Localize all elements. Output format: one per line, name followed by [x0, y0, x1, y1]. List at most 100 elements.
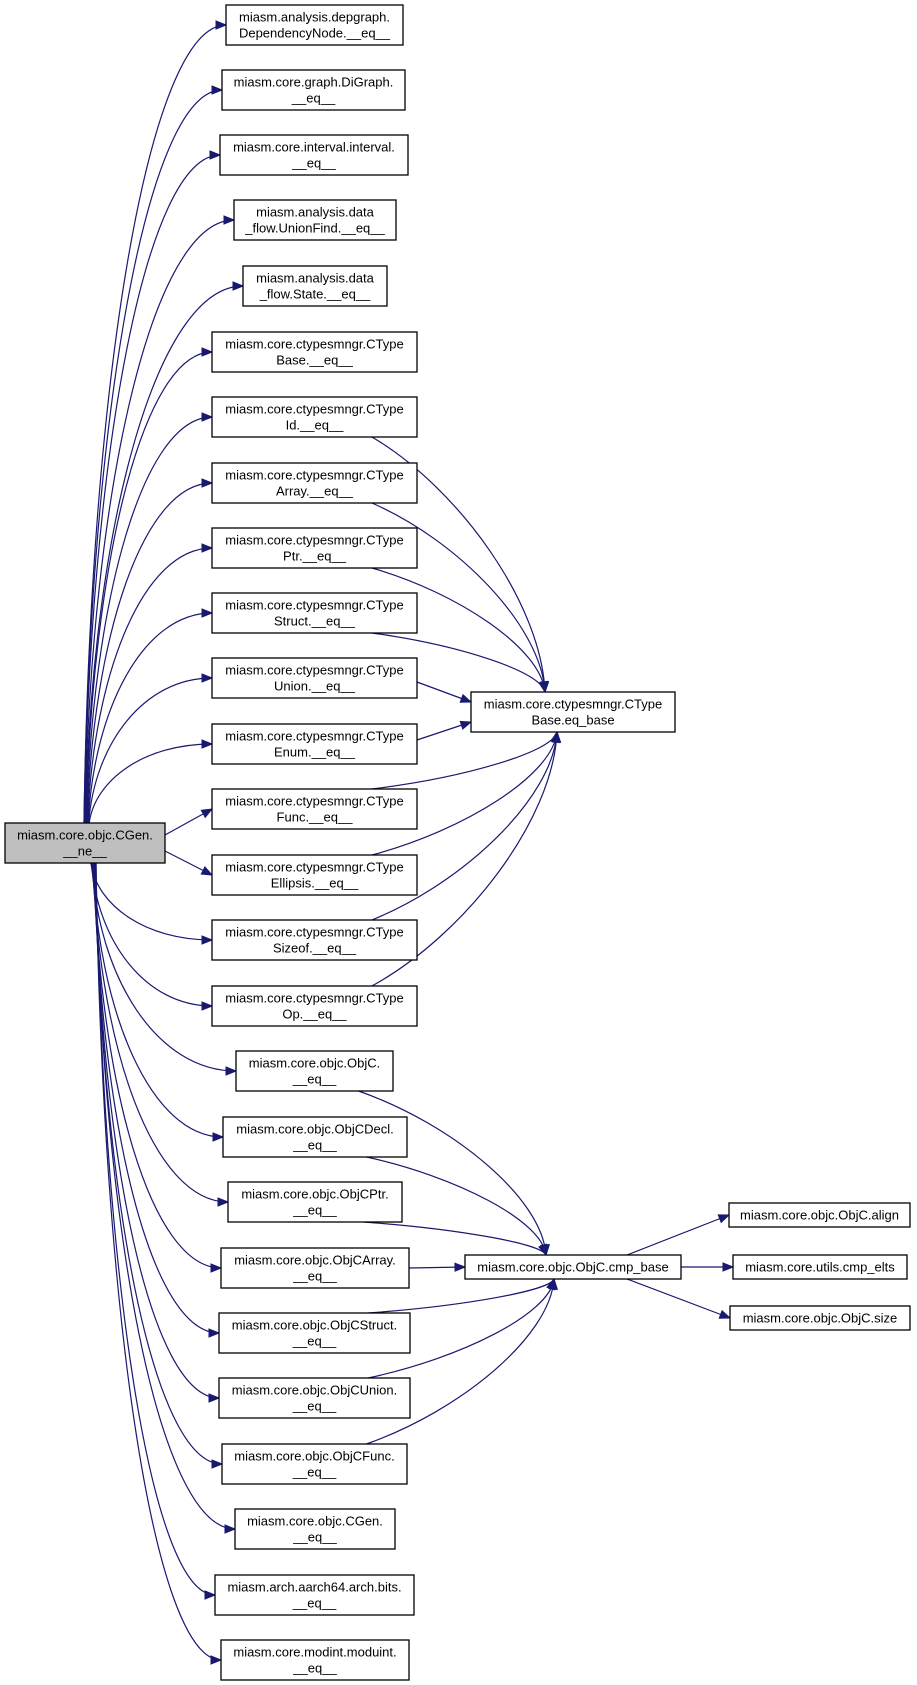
edge-line: [90, 862, 213, 941]
edge-arrowhead: [201, 543, 214, 553]
node-depgraph-eq[interactable]: miasm.analysis.depgraph.DependencyNode._…: [225, 4, 404, 46]
edge-arrowhead: [454, 1262, 467, 1272]
edge-cgen-ne-to-cgen-eq: [95, 862, 237, 1534]
edge-arrowhead: [722, 1262, 735, 1272]
edge-cgen-ne-to-moduint-eq: [95, 862, 223, 1665]
edge-arrowhead: [208, 1393, 221, 1403]
edge-line: [371, 436, 546, 693]
node-box: [732, 1254, 908, 1280]
edge-line: [85, 416, 213, 824]
node-box: [464, 1254, 682, 1280]
node-cgen-ne[interactable]: miasm.core.objc.CGen.__ne__: [4, 822, 166, 864]
node-objc-size[interactable]: miasm.core.objc.ObjC.size: [729, 1305, 911, 1331]
edge-arrowhead: [215, 20, 228, 30]
edge-cgen-ne-to-unionfind-eq: [84, 215, 236, 824]
edge-line: [371, 731, 558, 856]
edge-arrowhead: [717, 1214, 731, 1224]
edge-arrowhead: [204, 1590, 217, 1600]
edge-line: [367, 1278, 555, 1379]
edge-line: [371, 731, 558, 921]
edge-line: [95, 862, 222, 1661]
node-box: [218, 1377, 411, 1419]
node-objcptr-eq[interactable]: miasm.core.objc.ObjCPtr.__eq__: [227, 1181, 403, 1223]
node-label-line: miasm.analysis.depgraph.: [239, 10, 390, 25]
edge-arrowhead: [459, 693, 473, 703]
node-objcdecl-eq[interactable]: miasm.core.objc.ObjCDecl.__eq__: [222, 1116, 408, 1158]
node-state-eq[interactable]: miasm.analysis.data_flow.State.__eq__: [242, 265, 388, 307]
node-moduint-eq[interactable]: miasm.core.modint.moduint.__eq__: [220, 1639, 410, 1681]
node-box: [227, 1181, 403, 1223]
edge-arrowhead: [538, 1243, 548, 1257]
node-objcarray-eq[interactable]: miasm.core.objc.ObjCArray.__eq__: [220, 1247, 410, 1289]
node-label-line: miasm.core.ctypesmngr.CType: [225, 663, 403, 678]
node-label-line: miasm.core.objc.ObjC.align: [740, 1208, 899, 1223]
edge-cgen-ne-to-ctunion-eq: [88, 673, 214, 824]
node-label-line: miasm.core.objc.CGen.: [17, 828, 153, 843]
node-objcstruct-eq[interactable]: miasm.core.objc.ObjCStruct.__eq__: [218, 1312, 411, 1354]
node-digraph-eq[interactable]: miasm.core.graph.DiGraph.__eq__: [221, 69, 406, 111]
edge-arrowhead: [211, 85, 224, 95]
node-box: [233, 199, 397, 241]
node-box: [218, 1312, 411, 1354]
edge-line: [95, 862, 236, 1530]
node-label-line: Sizeof.__eq__: [273, 941, 357, 956]
node-label-line: __eq__: [291, 91, 336, 106]
node-label-line: miasm.analysis.data: [256, 205, 375, 220]
edge-cgen-ne-to-ctarray-eq: [86, 478, 214, 824]
node-label-line: __eq__: [292, 1269, 337, 1284]
edge-cgen-ne-to-ctellipsis-eq: [164, 850, 214, 876]
edge-line: [94, 862, 223, 1465]
edge-arrowhead: [538, 680, 548, 694]
node-ctellipsis-eq[interactable]: miasm.core.ctypesmngr.CTypeEllipsis.__eq…: [211, 854, 418, 896]
node-label-line: __eq__: [292, 1334, 337, 1349]
node-label-line: miasm.core.objc.ObjCPtr.: [241, 1187, 388, 1202]
node-box: [214, 1574, 415, 1616]
node-label-line: miasm.core.objc.ObjCFunc.: [234, 1449, 394, 1464]
edge-arrowhead: [200, 808, 214, 819]
node-label-line: miasm.core.ctypesmngr.CType: [225, 468, 403, 483]
node-label-line: miasm.core.ctypesmngr.CType: [484, 697, 662, 712]
edge-line: [85, 351, 213, 824]
node-cmp-base[interactable]: miasm.core.objc.ObjC.cmp_base: [464, 1254, 682, 1280]
node-label-line: __eq__: [292, 1661, 337, 1676]
edge-line: [88, 743, 213, 824]
edge-cgen-ne-to-ctstruct-eq: [87, 608, 214, 824]
node-objc-align[interactable]: miasm.core.objc.ObjC.align: [728, 1202, 911, 1228]
edge-arrowhead: [201, 673, 214, 683]
edge-line: [83, 154, 221, 824]
edge-line: [88, 677, 213, 824]
node-label-line: miasm.core.ctypesmngr.CType: [225, 402, 403, 417]
node-label-line: DependencyNode.__eq__: [239, 26, 391, 41]
edge-arrowhead: [223, 215, 236, 225]
edge-ctunion-eq-to-eq-base: [416, 681, 473, 703]
node-objcfunc-eq[interactable]: miasm.core.objc.ObjCFunc.__eq__: [221, 1443, 408, 1485]
node-box: [211, 723, 418, 765]
node-box: [221, 1443, 408, 1485]
node-objcunion-eq[interactable]: miasm.core.objc.ObjCUnion.__eq__: [218, 1377, 411, 1419]
edge-arrowhead: [201, 608, 214, 618]
edge-cmp-base-to-objc-size: [626, 1278, 732, 1319]
edge-arrowhead: [201, 1001, 214, 1011]
node-bits-eq[interactable]: miasm.arch.aarch64.arch.bits.__eq__: [214, 1574, 415, 1616]
node-unionfind-eq[interactable]: miasm.analysis.data_flow.UnionFind.__eq_…: [233, 199, 397, 241]
node-interval-eq[interactable]: miasm.core.interval.interval.__eq__: [219, 134, 409, 176]
edge-layer: [83, 20, 735, 1665]
edge-arrowhead: [201, 412, 214, 422]
edge-cmp-base-to-cmp-elts: [681, 1262, 735, 1272]
node-cmp-elts[interactable]: miasm.core.utils.cmp_elts: [732, 1254, 908, 1280]
node-objc-eq[interactable]: miasm.core.objc.ObjC.__eq__: [235, 1050, 394, 1092]
node-cgen-eq[interactable]: miasm.core.objc.CGen.__eq__: [234, 1508, 396, 1550]
node-label-line: Ellipsis.__eq__: [271, 876, 359, 891]
edge-line: [95, 862, 216, 1596]
